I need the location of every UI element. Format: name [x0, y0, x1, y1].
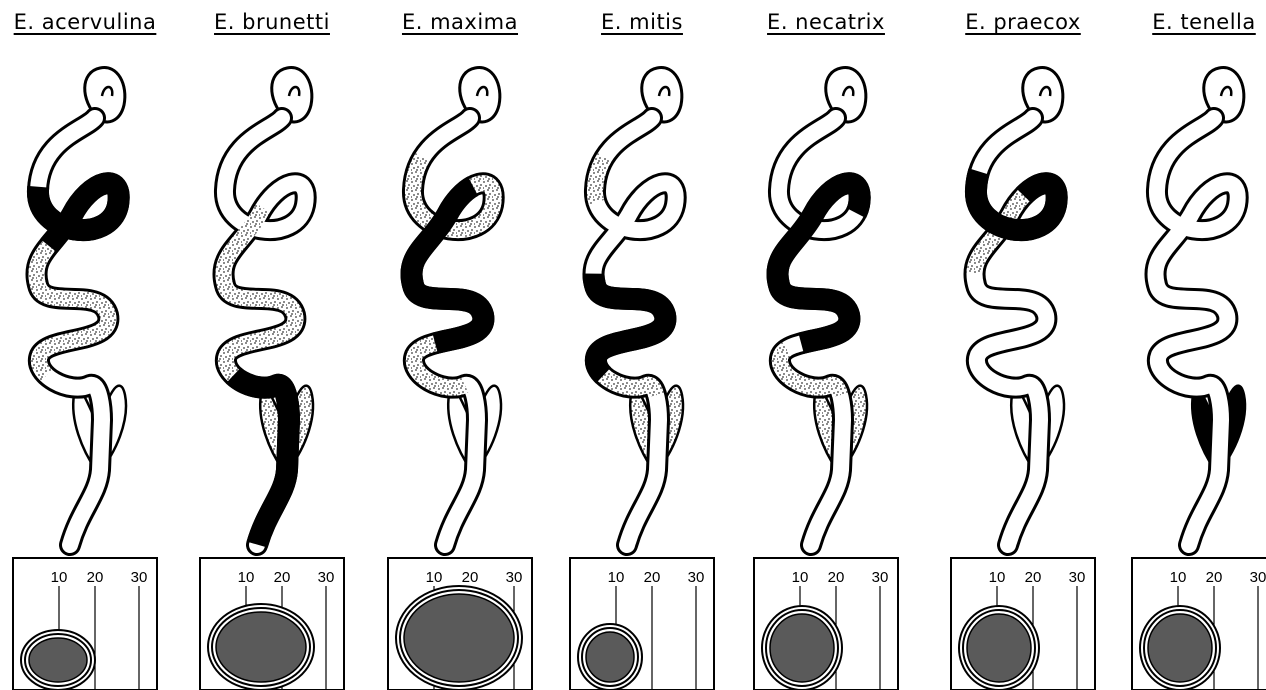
scale-tick-label: 10	[792, 569, 809, 586]
scale-tick-label: 20	[274, 569, 291, 586]
scale-tick-label: 10	[608, 569, 625, 586]
oocyst-body	[29, 638, 87, 682]
scale-tick-label: 30	[1069, 569, 1086, 586]
species-diagram	[974, 68, 1064, 545]
oocyst-body	[770, 614, 834, 682]
scale-tick-label: 30	[506, 569, 523, 586]
oocyst-body	[404, 594, 514, 682]
scale-tick-label: 20	[828, 569, 845, 586]
scale-tick-label: 20	[87, 569, 104, 586]
scale-tick-label: 20	[1206, 569, 1223, 586]
scale-tick-label: 10	[989, 569, 1006, 586]
oocyst-body	[1148, 614, 1212, 682]
species-diagram	[36, 68, 126, 545]
scale-tick-label: 30	[872, 569, 889, 586]
scale-tick-label: 10	[1170, 569, 1187, 586]
species-diagram	[593, 68, 683, 545]
oocyst-body	[586, 632, 634, 682]
species-diagram	[411, 68, 501, 545]
scale-tick-label: 30	[318, 569, 335, 586]
scale-tick-label: 30	[1250, 569, 1266, 586]
species-diagram	[1155, 68, 1245, 545]
scale-tick-label: 20	[1025, 569, 1042, 586]
scale-tick-label: 10	[51, 569, 68, 586]
scale-tick-label: 10	[426, 569, 443, 586]
scale-tick-label: 20	[462, 569, 479, 586]
scale-tick-label: 30	[131, 569, 148, 586]
scale-tick-label: 20	[644, 569, 661, 586]
oocyst-body	[967, 614, 1031, 682]
species-diagram	[223, 68, 313, 545]
scale-tick-label: 30	[688, 569, 705, 586]
oocyst-body	[216, 612, 306, 682]
scale-tick-label: 10	[238, 569, 255, 586]
species-diagram	[777, 68, 867, 545]
